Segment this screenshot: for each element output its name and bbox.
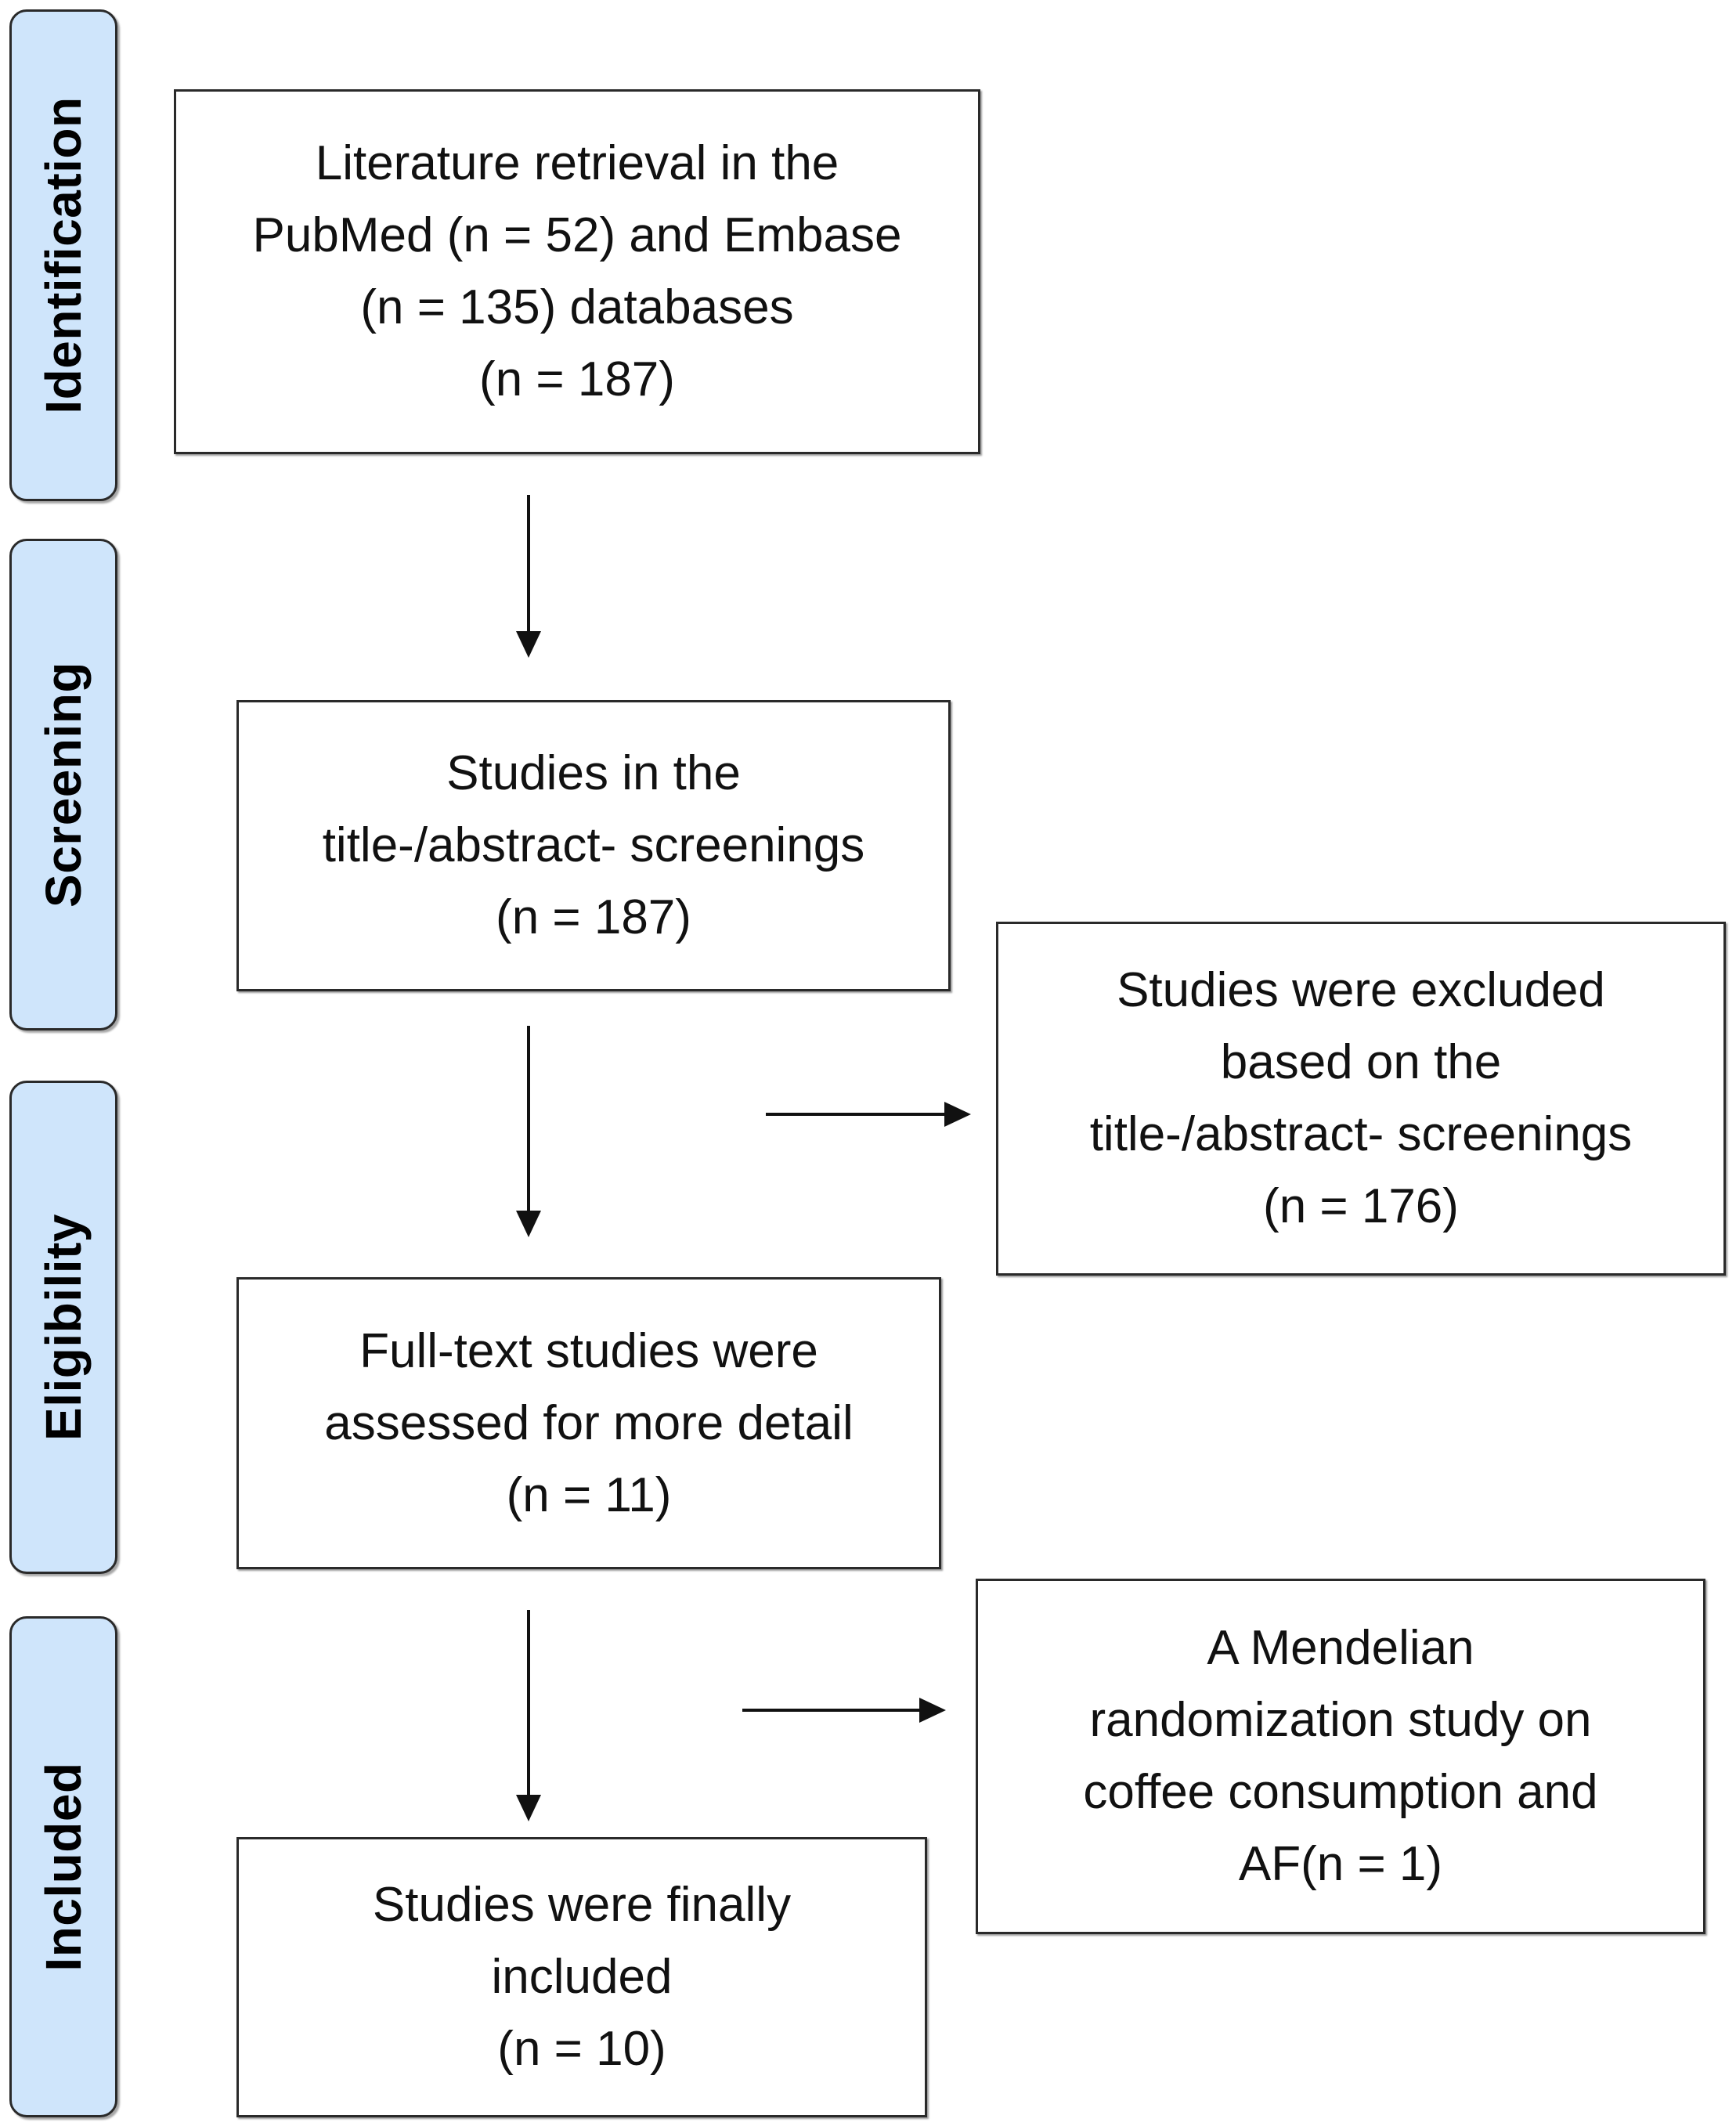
mendelian-line-3: coffee consumption and <box>1083 1765 1598 1819</box>
included-line-1: Studies were finally <box>372 1878 792 1932</box>
arrow-retrieval-to-screening <box>516 495 541 658</box>
mendelian-line-2: randomization study on <box>1089 1693 1592 1747</box>
fulltext-line-1: Full-text studies were <box>359 1323 818 1378</box>
retrieval-line-3: (n = 135) databases <box>360 280 794 334</box>
mendelian-box: A Mendelian randomization study on coffe… <box>976 1579 1705 1934</box>
stage-eligibility: Eligibility <box>9 1081 117 1574</box>
included-box: Studies were finally included (n = 10) <box>236 1837 927 2117</box>
fulltext-line-3: (n = 11) <box>506 1467 672 1522</box>
excluded-box: Studies were excluded based on the title… <box>996 922 1726 1276</box>
retrieval-line-1: Literature retrieval in the <box>315 136 839 190</box>
mendelian-line-1: A Mendelian <box>1207 1621 1474 1675</box>
excluded-line-3: title-/abstract- screenings <box>1089 1107 1633 1161</box>
retrieval-line-2: PubMed (n = 52) and Embase <box>252 208 902 262</box>
fulltext-box: Full-text studies were assessed for more… <box>236 1277 941 1569</box>
screening-line-2: title-/abstract- screenings <box>322 818 865 872</box>
excluded-line-4: (n = 176) <box>1263 1179 1459 1233</box>
arrow-to-excluded <box>766 1102 971 1127</box>
excluded-line-1: Studies were excluded <box>1117 963 1605 1017</box>
included-line-2: included <box>491 1950 673 2004</box>
stage-screening: Screening <box>9 539 117 1031</box>
arrow-screening-to-fulltext <box>516 1026 541 1237</box>
screening-line-1: Studies in the <box>446 746 741 800</box>
stage-included: Included <box>9 1616 117 2117</box>
included-line-3: (n = 10) <box>497 2022 666 2076</box>
retrieval-box: Literature retrieval in the PubMed (n = … <box>174 89 980 454</box>
retrieval-line-4: (n = 187) <box>479 352 675 406</box>
fulltext-line-2: assessed for more detail <box>324 1395 854 1450</box>
mendelian-line-4: AF(n = 1) <box>1238 1837 1443 1891</box>
arrow-fulltext-to-included <box>516 1610 541 1821</box>
stage-identification: Identification <box>9 9 117 501</box>
excluded-line-2: based on the <box>1220 1035 1502 1089</box>
arrow-to-mendelian <box>742 1698 946 1723</box>
screening-box: Studies in the title-/abstract- screenin… <box>236 700 951 991</box>
screening-line-3: (n = 187) <box>496 890 691 944</box>
